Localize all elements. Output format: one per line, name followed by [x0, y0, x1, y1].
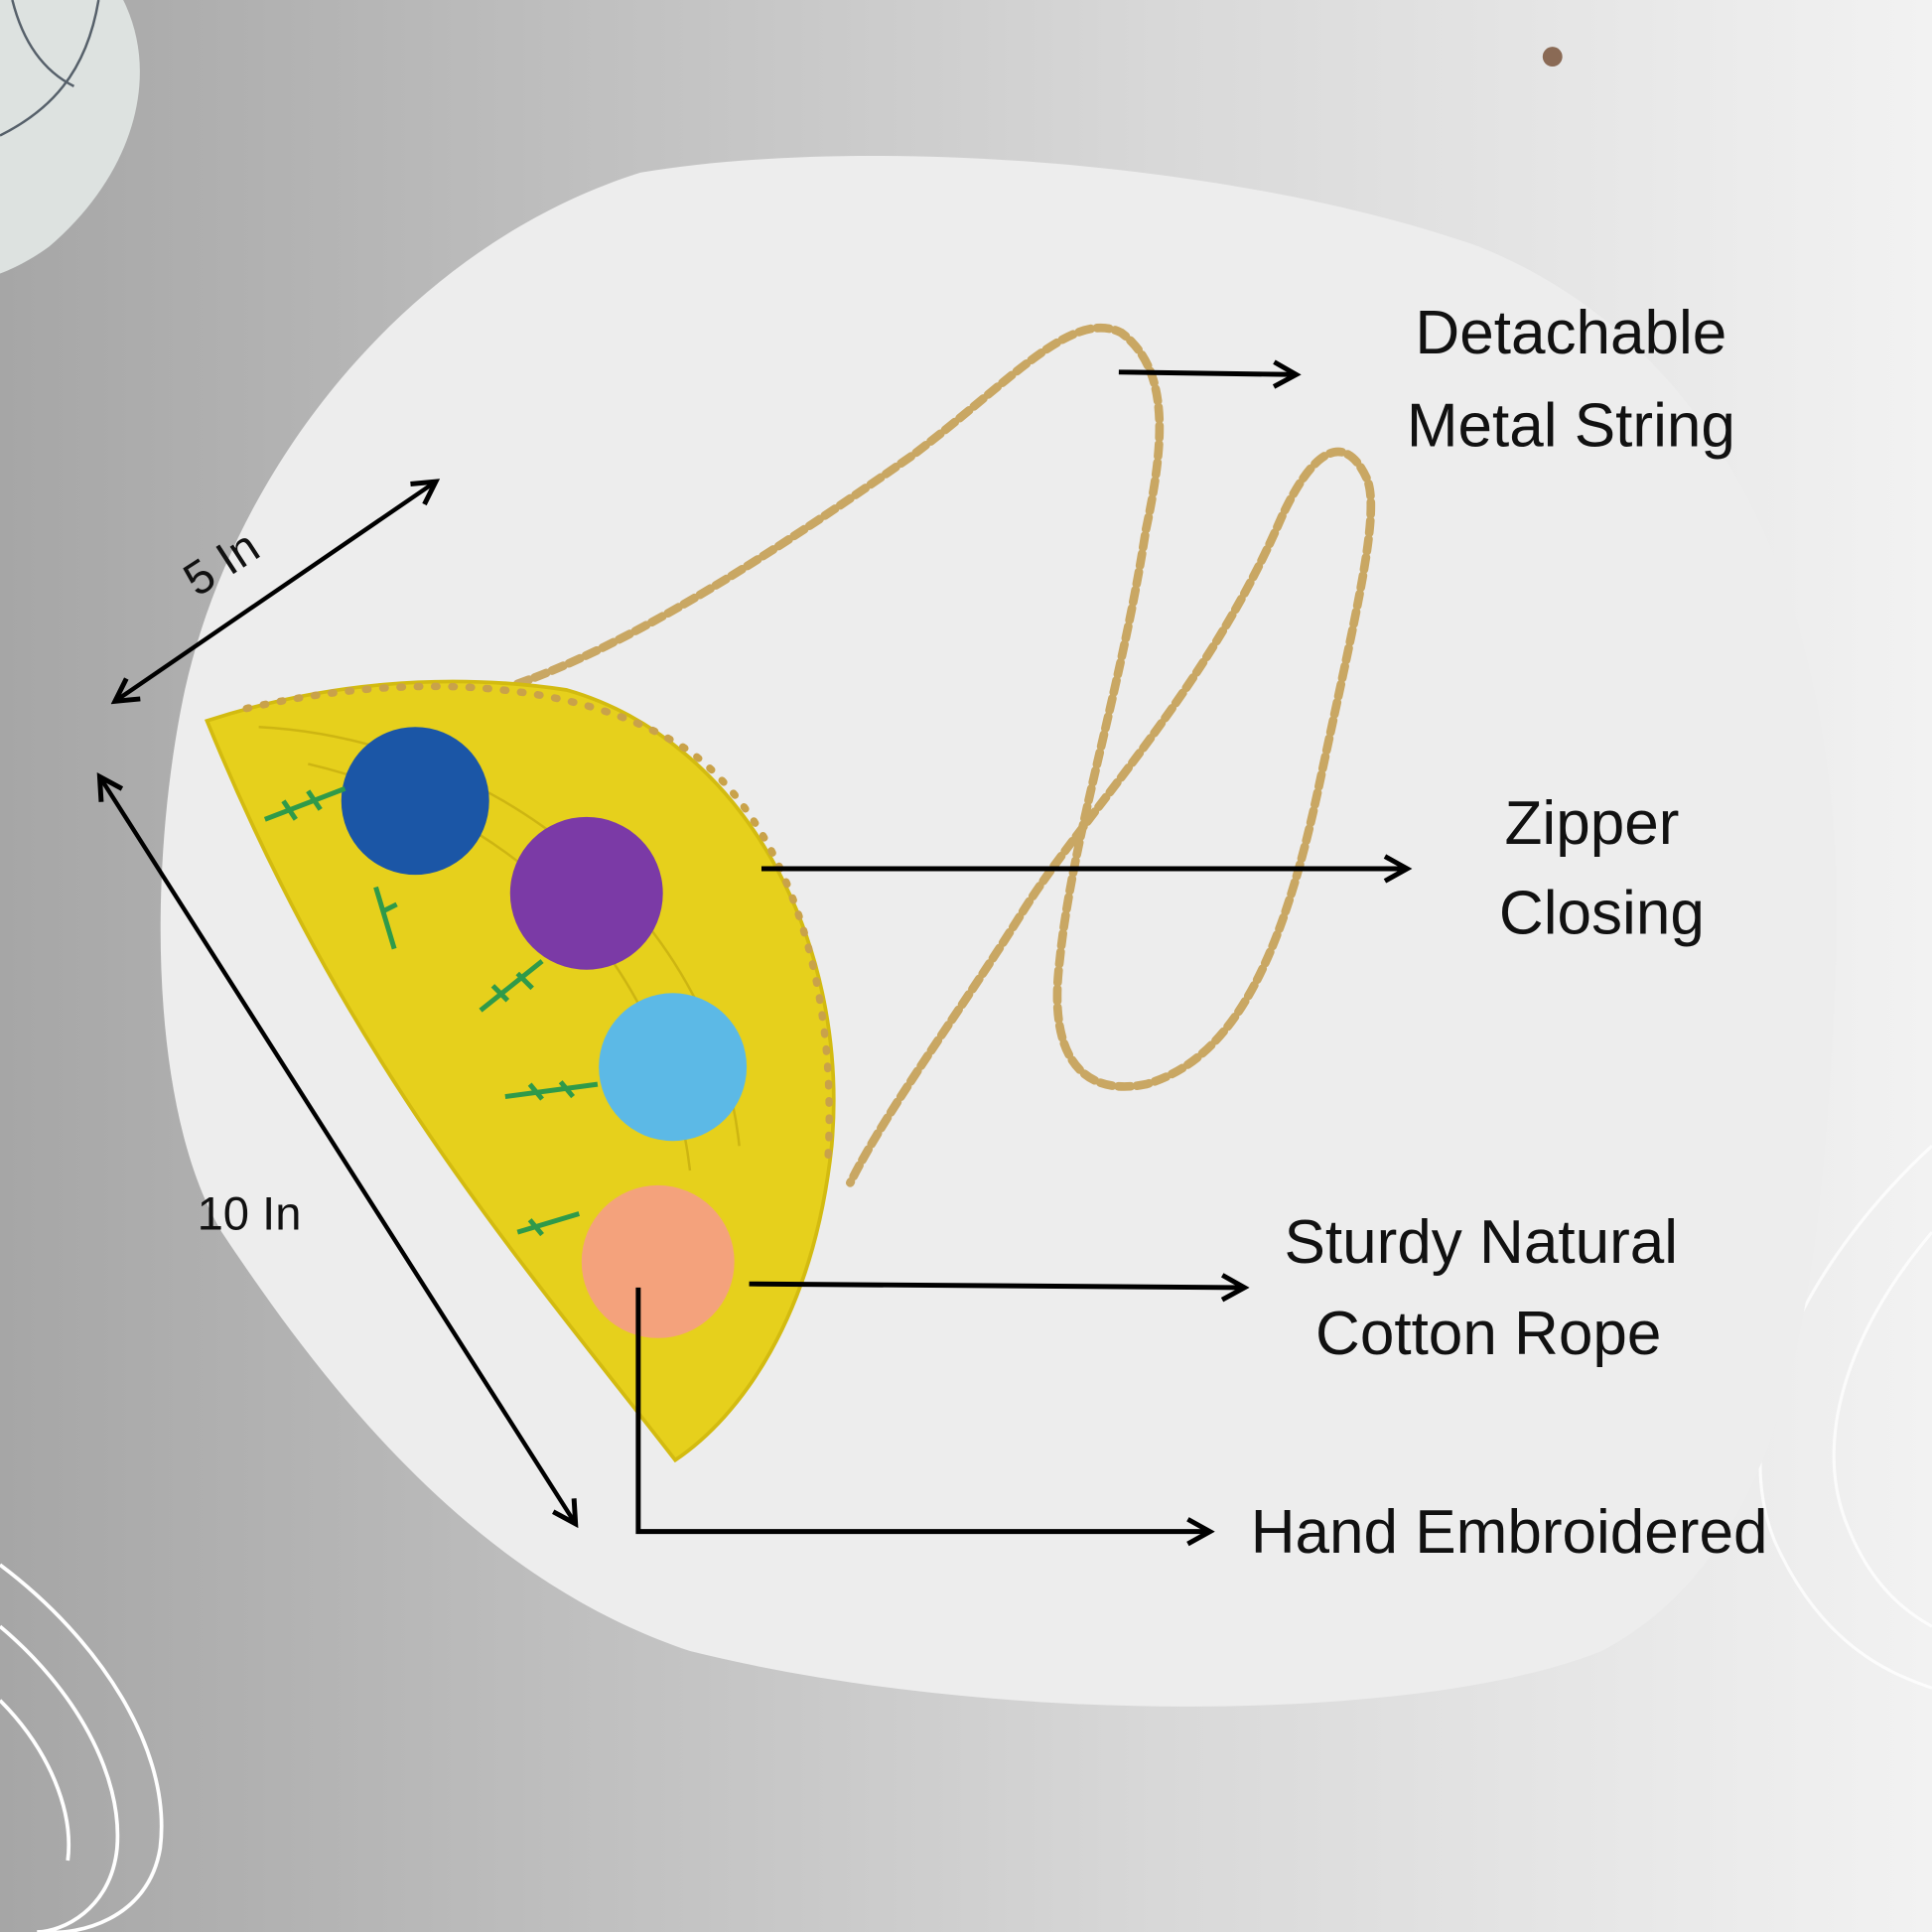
callout-arrows [635, 372, 1405, 1532]
flower-peach [581, 1184, 735, 1338]
feature-rope-line2: Cotton Rope [1315, 1300, 1661, 1368]
callout-chain-arrow [1118, 372, 1294, 374]
feature-zipper-line2: Closing [1499, 880, 1705, 948]
decorative-lines-top-left [0, 0, 100, 137]
decorative-lines-right [1758, 1145, 1932, 1690]
decorative-lines-bottom-left [0, 1563, 164, 1932]
width-arrow [117, 483, 434, 700]
feature-chain-line1: Detachable [1415, 299, 1726, 367]
height-arrow [101, 778, 575, 1521]
callout-embroidery-arrow [635, 1287, 1207, 1532]
feature-rope-line1: Sturdy Natural [1284, 1208, 1678, 1277]
feature-embroidery: Hand Embroidered [1251, 1498, 1768, 1567]
feature-chain-line2: Metal String [1407, 391, 1735, 460]
flower-blue [341, 727, 489, 876]
dimension-arrows [101, 483, 575, 1522]
chain [512, 323, 1376, 1187]
flower-purple [509, 816, 663, 970]
decorative-blob-top-left [0, 0, 140, 274]
flower-light-blue [599, 993, 748, 1142]
callout-rope-arrow [749, 1284, 1242, 1288]
height-label: 10 In [198, 1187, 302, 1240]
brown-dot [1542, 47, 1563, 68]
feature-zipper-line1: Zipper [1505, 789, 1680, 858]
